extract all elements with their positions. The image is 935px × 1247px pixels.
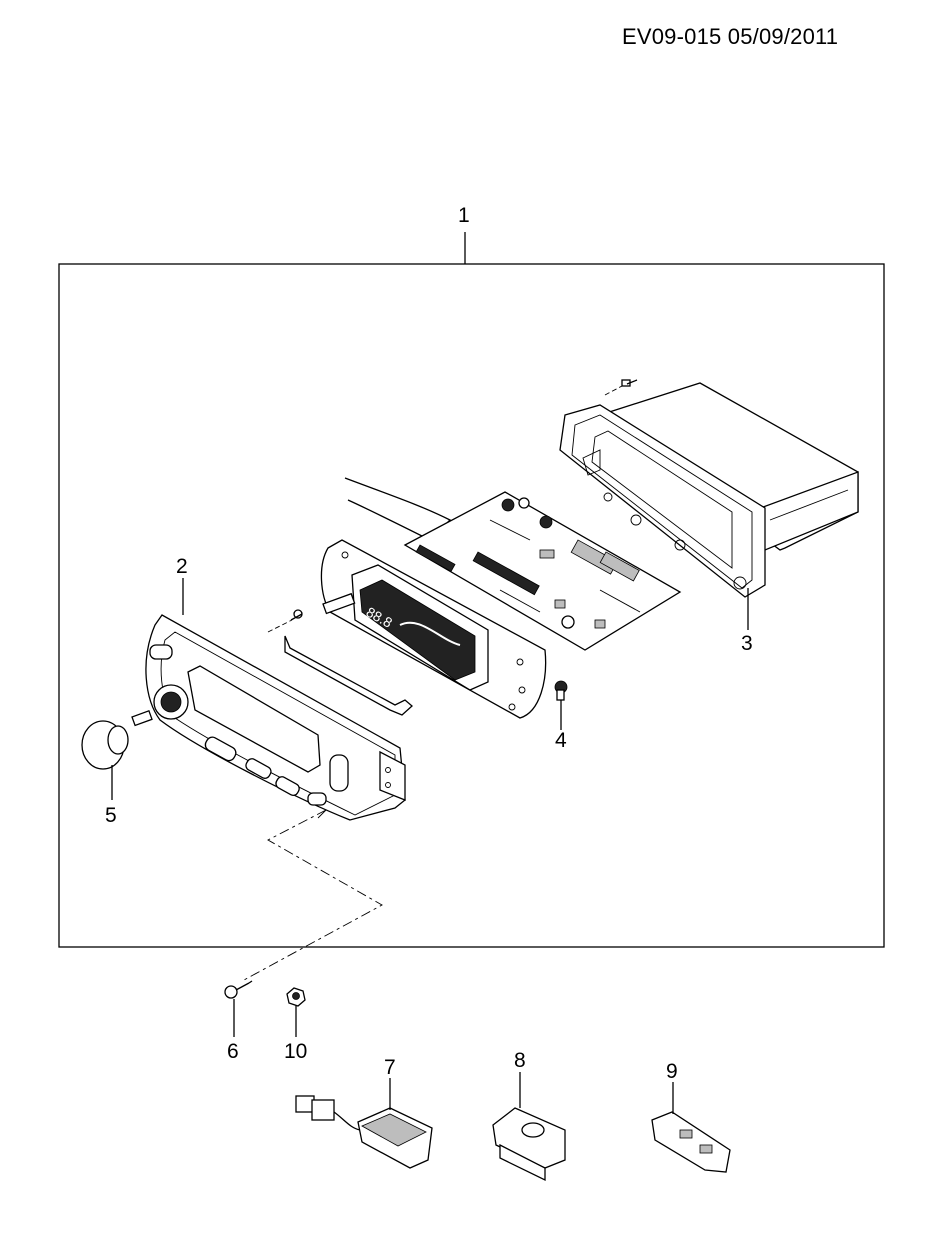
sensor-with-connector: [295, 1095, 433, 1169]
callout-10: 10: [284, 1040, 307, 1063]
ribbon-cable: [344, 477, 452, 541]
connector-clip: [651, 1111, 731, 1173]
tapping-screw: [224, 980, 253, 999]
callout-1: 1: [458, 204, 470, 227]
harness-strip: [284, 635, 413, 716]
knob: [81, 710, 153, 770]
screw-4: [554, 680, 568, 701]
callout-4: 4: [555, 729, 567, 752]
switch: [492, 1107, 566, 1182]
callout-9: 9: [666, 1060, 678, 1083]
callout-3: 3: [741, 632, 753, 655]
document-code: EV09-015 05/09/2011: [622, 24, 839, 49]
rear-housing: [559, 379, 859, 598]
circuit-board: [403, 491, 682, 651]
nut: [286, 987, 306, 1007]
callout-2: 2: [176, 555, 188, 578]
display-carrier: 88.8: [320, 539, 547, 719]
callout-5: 5: [105, 804, 117, 827]
callout-6: 6: [227, 1040, 239, 1063]
face-bezel: [145, 614, 406, 821]
assembly-frame: [58, 263, 885, 948]
callout-8: 8: [514, 1049, 526, 1072]
screw-front: [267, 609, 303, 633]
callout-7: 7: [384, 1056, 396, 1079]
housing-screw: [621, 379, 631, 387]
dashed-path: [243, 809, 383, 981]
